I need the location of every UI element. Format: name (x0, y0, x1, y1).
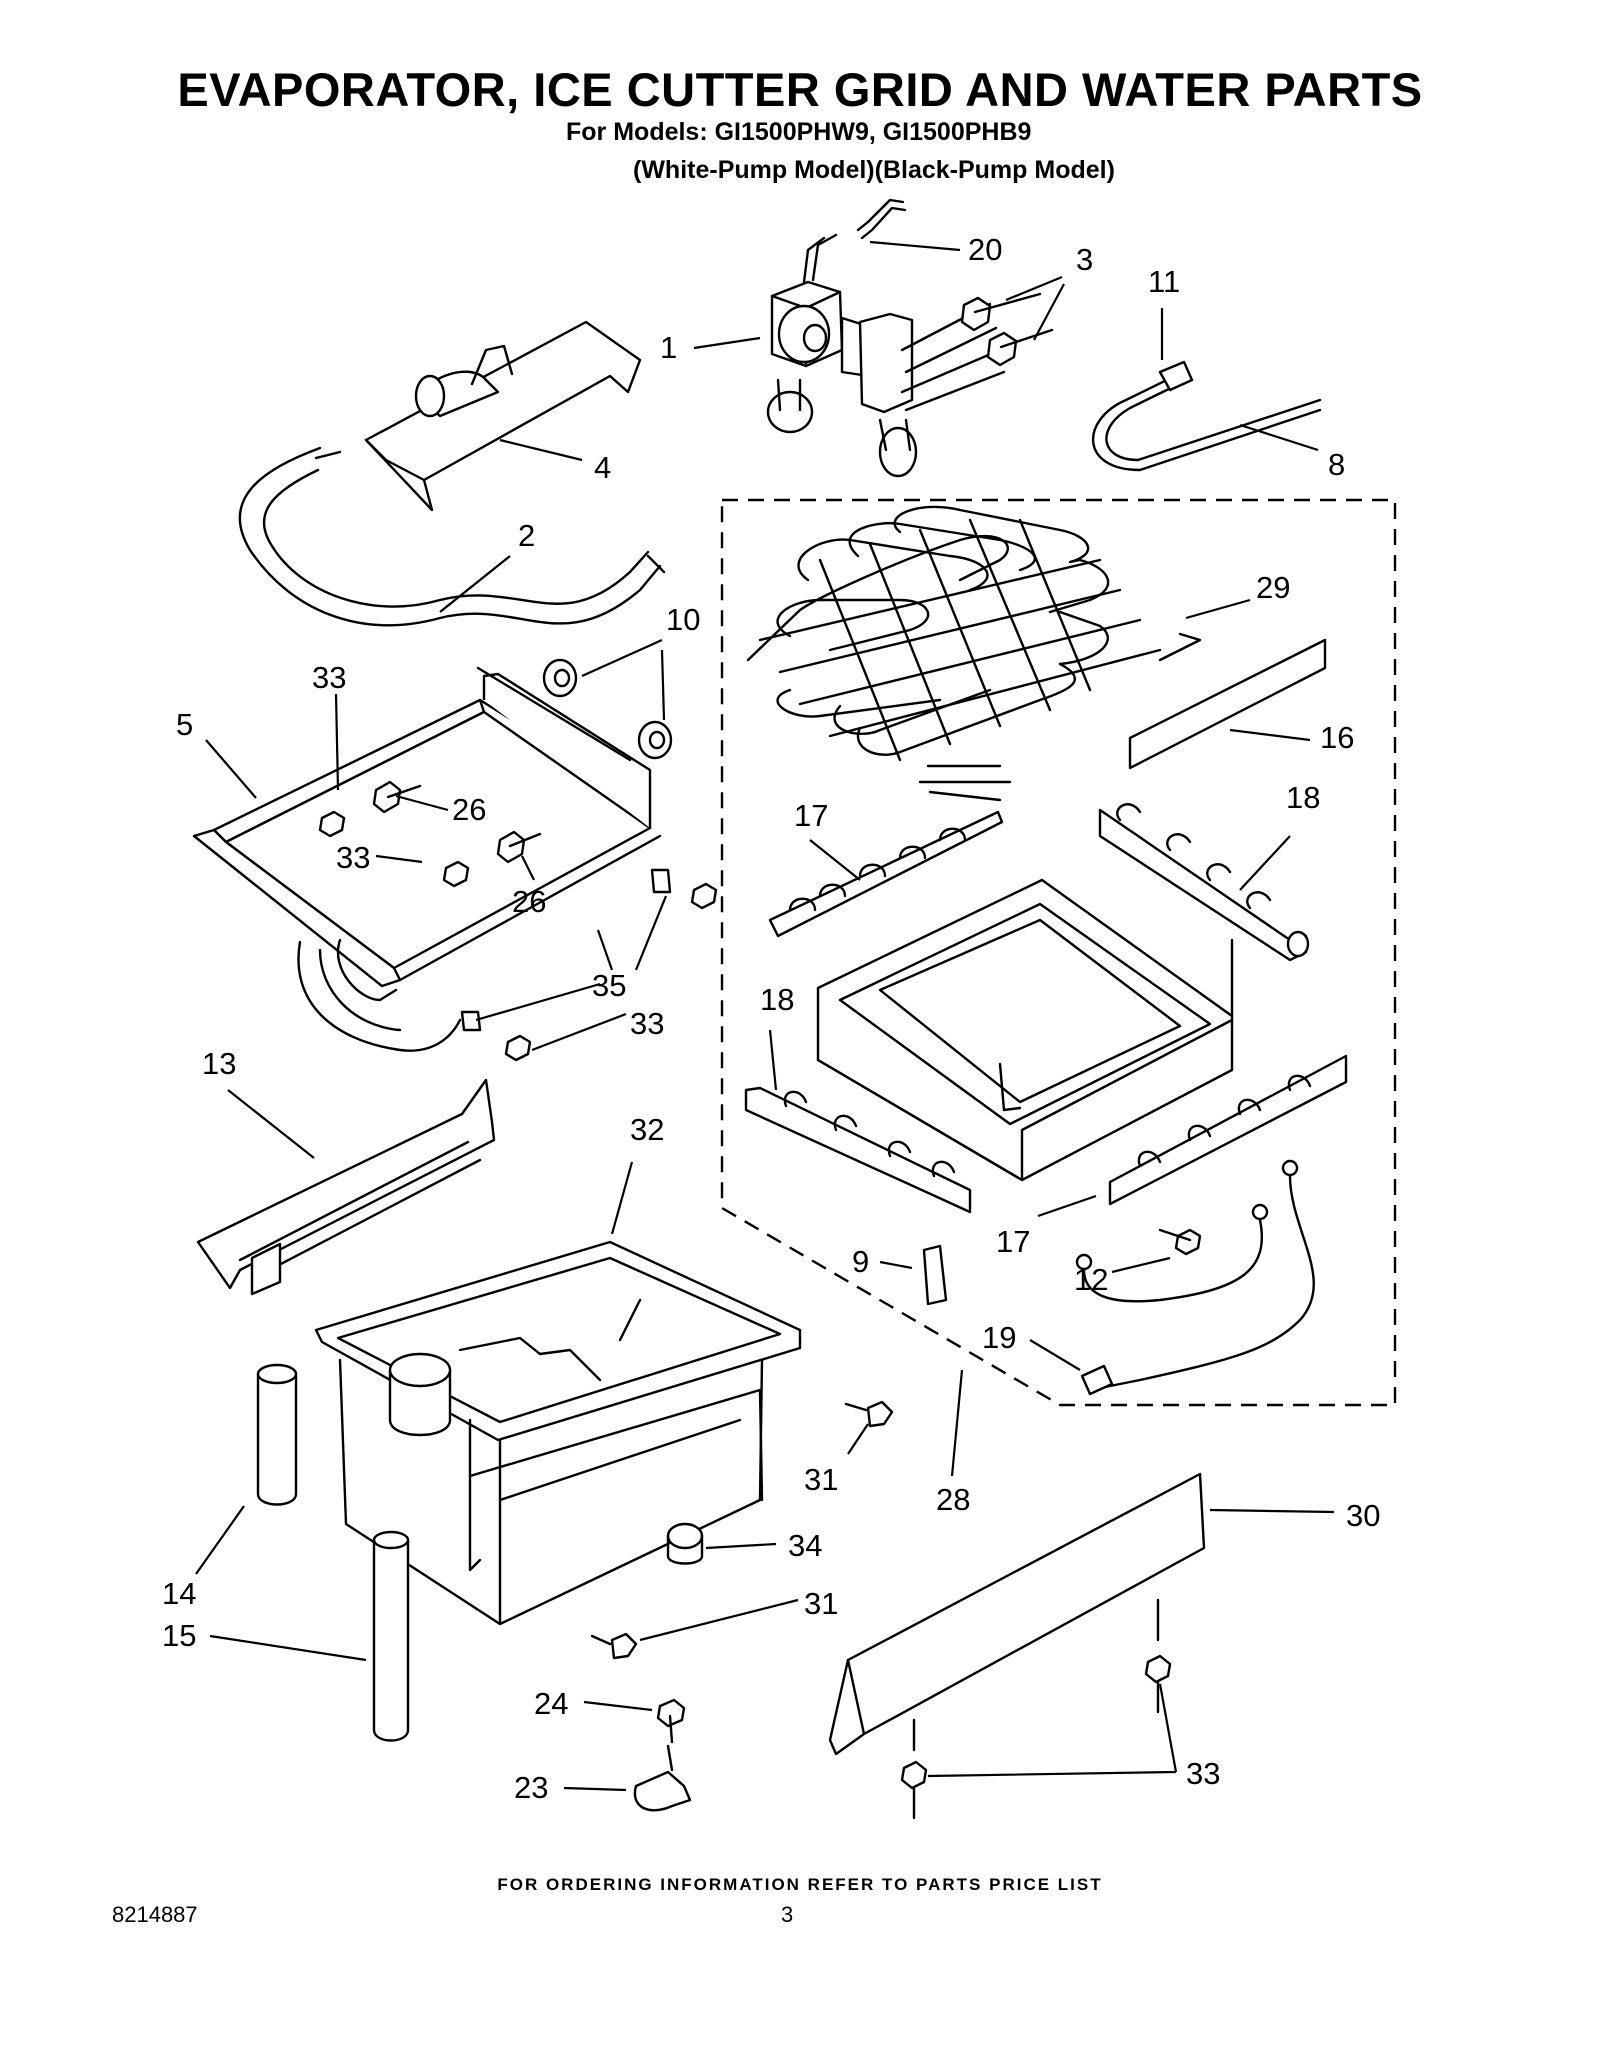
ordering-note: FOR ORDERING INFORMATION REFER TO PARTS … (497, 1875, 1103, 1894)
callout-20: 20 (968, 232, 1002, 267)
document-number: 8214887 (112, 1902, 198, 1927)
callout-14: 14 (162, 1576, 196, 1611)
part-24-screw (656, 1698, 686, 1744)
callout-3: 3 (1076, 242, 1093, 277)
part-1-water-valve (766, 280, 1006, 478)
callout-32: 32 (630, 1112, 664, 1147)
callout-13: 13 (202, 1046, 236, 1081)
callout-28: 28 (936, 1482, 970, 1517)
callout-23: 23 (514, 1770, 548, 1805)
callout-8: 8 (1328, 447, 1345, 482)
callout-31-b: 31 (804, 1586, 838, 1621)
callout-33-a: 33 (312, 660, 346, 695)
callout-35: 35 (592, 968, 626, 1003)
page-title: EVAPORATOR, ICE CUTTER GRID AND WATER PA… (177, 63, 1423, 116)
part-29-evaporator-coil (746, 505, 1202, 802)
callout-26-a: 26 (452, 792, 486, 827)
part-5-cutter-grid-bracket (192, 666, 662, 1052)
callout-5: 5 (176, 707, 193, 742)
evaporator-assembly-boundary (720, 498, 1397, 1407)
callout-26-b: 26 (512, 884, 546, 919)
callout-9: 9 (852, 1244, 869, 1279)
part-14-drain-tube (256, 1363, 298, 1506)
part-2-water-tube (238, 446, 662, 627)
part-32-water-reservoir (314, 1240, 802, 1626)
fasteners-bracket (318, 780, 718, 1062)
part-30-front-panel (828, 1472, 1206, 1756)
callout-11: 11 (1148, 264, 1180, 299)
callout-labels: 20 3 11 1 4 8 2 29 10 33 5 16 26 17 18 3… (162, 232, 1380, 1805)
part-15-drain-tube (372, 1530, 410, 1742)
callout-24: 24 (534, 1686, 568, 1721)
callout-12: 12 (1074, 1262, 1108, 1297)
callout-17-b: 17 (996, 1224, 1030, 1259)
callout-33-d: 33 (1186, 1756, 1220, 1791)
part-16-insulation-strip (1128, 638, 1327, 770)
callout-leaders (195, 240, 1335, 1792)
cutter-grid-frame (816, 878, 1234, 1182)
callout-18-a: 18 (1286, 780, 1320, 815)
part-3-screws (960, 292, 1054, 367)
part-11-8-fill-tube (1091, 371, 1322, 472)
callout-18-b: 18 (760, 982, 794, 1017)
models-line: For Models: GI1500PHW9, GI1500PHB9 (566, 118, 1032, 146)
callout-4: 4 (594, 450, 611, 485)
part-17-18-cutter-rails (744, 803, 1348, 1214)
variants-line: (White-Pump Model)(Black-Pump Model) (633, 156, 1115, 184)
parts-31-34-fasteners (590, 1400, 894, 1660)
callout-16: 16 (1320, 720, 1354, 755)
callout-30: 30 (1346, 1498, 1380, 1533)
callout-33-c: 33 (630, 1006, 664, 1041)
callout-33-b: 33 (336, 840, 370, 875)
callout-19: 19 (982, 1320, 1016, 1355)
part-33-panel-screws (900, 1598, 1172, 1820)
callout-1: 1 (660, 330, 677, 365)
part-23-clamp (633, 1744, 692, 1812)
part-9-clip (922, 1244, 948, 1306)
part-20-water-line (856, 198, 907, 240)
callout-2: 2 (518, 518, 535, 553)
callout-10: 10 (666, 602, 700, 637)
callout-29: 29 (1256, 570, 1290, 605)
callout-34: 34 (788, 1528, 822, 1563)
part-12-19-wire-harness (1075, 1159, 1315, 1396)
callout-15: 15 (162, 1618, 196, 1653)
callout-31-a: 31 (804, 1462, 838, 1497)
part-4-water-trough (364, 320, 642, 512)
part-13-water-chute (196, 1078, 496, 1296)
callout-17-a: 17 (794, 798, 828, 833)
page-number: 3 (781, 1902, 794, 1927)
part-10-grommets (542, 658, 673, 760)
